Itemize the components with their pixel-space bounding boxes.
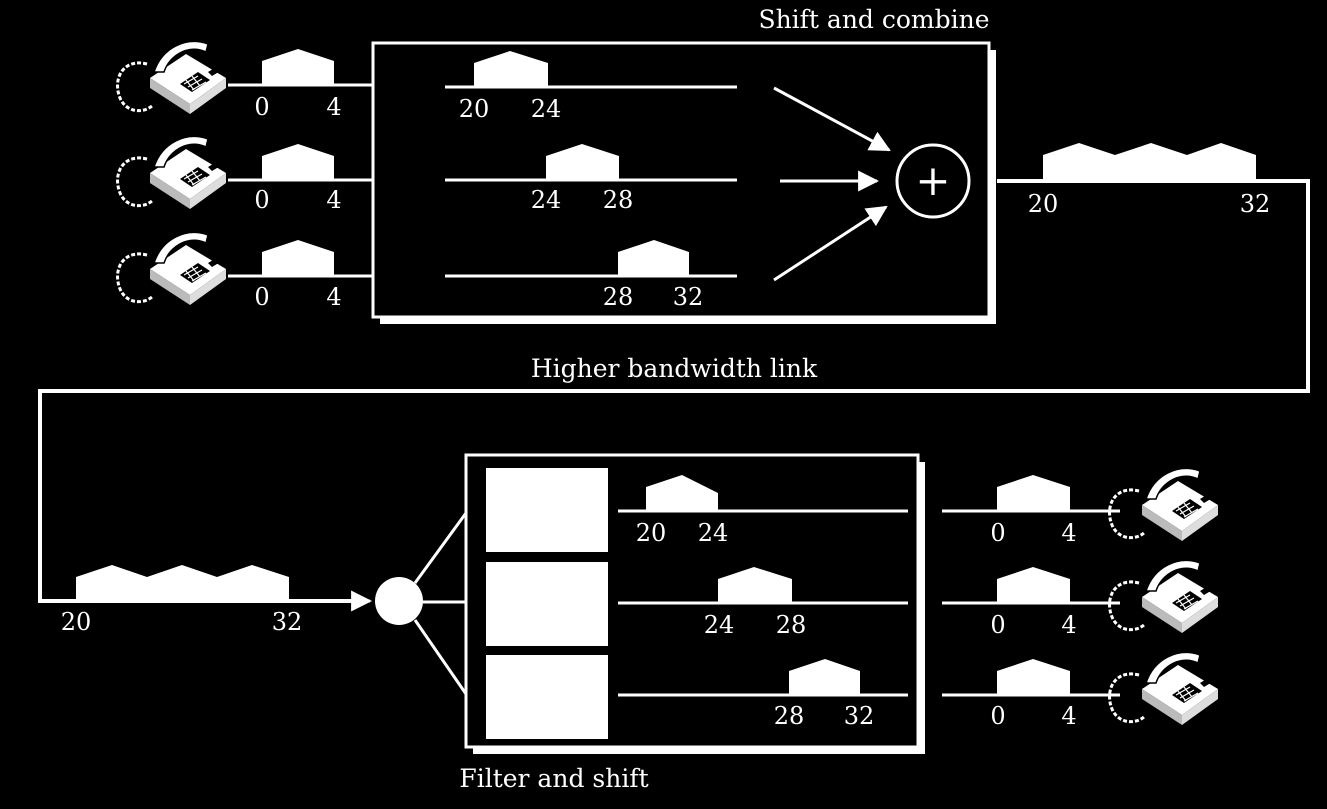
- bandpass-filter-box: [486, 655, 608, 739]
- telephone-icon: [1108, 559, 1220, 635]
- shift-and-combine-box: Shift and combine 20 24 24 28 28 32 +: [371, 5, 996, 324]
- demux-output-row-1: 0 4: [942, 467, 1220, 547]
- tick-label: 28: [774, 702, 805, 730]
- filter-and-shift-box: Filter and shift 20 24 24 28 28 32: [459, 453, 925, 793]
- filter-and-shift-title: Filter and shift: [459, 764, 648, 793]
- tick-label: 20: [636, 519, 667, 547]
- tick-label: 0: [990, 611, 1005, 639]
- shifted-spectrum-3: [618, 240, 689, 276]
- tick-label: 20: [61, 608, 92, 636]
- tick-label: 0: [990, 519, 1005, 547]
- demux-output-row-3: 0 4: [942, 651, 1220, 730]
- tick-label: 0: [254, 186, 269, 214]
- output-spectrum-3: [997, 659, 1070, 695]
- bandpass-filter-box: [486, 562, 608, 646]
- bandpass-filter-box: [486, 468, 608, 552]
- telephone-icon: [116, 231, 228, 307]
- filtered-spectrum-3: [789, 659, 860, 695]
- combined-spectrum: [1043, 143, 1256, 181]
- output-spectrum-1: [997, 475, 1070, 511]
- tick-label: 28: [603, 186, 634, 214]
- tick-label: 28: [776, 611, 807, 639]
- shift-and-combine-title: Shift and combine: [758, 5, 989, 34]
- input-spectrum-2: [262, 144, 334, 180]
- demux-output-row-2: 0 4: [942, 559, 1220, 639]
- tick-label: 32: [1240, 190, 1271, 218]
- higher-bandwidth-link: 20 32 Higher bandwidth link 20 32: [38, 143, 1310, 636]
- tick-label: 20: [1028, 190, 1059, 218]
- filtered-spectrum-2: [718, 567, 792, 603]
- link-label: Higher bandwidth link: [531, 354, 818, 383]
- adder-icon: [895, 143, 971, 219]
- tick-label: 24: [531, 95, 562, 123]
- splitter: [375, 512, 468, 695]
- tick-label: 20: [459, 95, 490, 123]
- tick-label: 32: [272, 608, 303, 636]
- input-spectrum-3: [262, 240, 334, 276]
- tick-label: 32: [673, 283, 704, 311]
- telephone-icon: [1108, 467, 1220, 543]
- shifted-spectrum-1: [474, 51, 548, 87]
- mux-input-row-2: 0 4: [116, 135, 408, 214]
- tick-label: 4: [1061, 702, 1076, 730]
- input-spectrum-1: [262, 49, 334, 85]
- tick-label: 4: [326, 93, 341, 121]
- shifted-spectrum-2: [546, 144, 619, 180]
- tick-label: 24: [531, 186, 562, 214]
- tick-label: 4: [1061, 519, 1076, 547]
- adder-symbol: +: [915, 156, 950, 205]
- tick-label: 32: [844, 702, 875, 730]
- mux-input-row-1: 0 4: [116, 40, 408, 121]
- telephone-icon: [116, 40, 228, 116]
- tick-label: 4: [1061, 611, 1076, 639]
- tick-label: 4: [326, 186, 341, 214]
- output-spectrum-2: [997, 567, 1070, 603]
- mux-input-row-3: 0 4: [116, 231, 408, 311]
- tick-label: 28: [603, 283, 634, 311]
- tick-label: 24: [698, 519, 729, 547]
- tick-label: 0: [254, 283, 269, 311]
- tick-label: 24: [704, 611, 735, 639]
- link-spectrum: [76, 565, 289, 601]
- combine-arrow: [773, 205, 888, 282]
- tick-label: 4: [326, 283, 341, 311]
- tick-label: 0: [254, 93, 269, 121]
- telephone-icon: [116, 135, 228, 211]
- splitter-icon: [375, 577, 423, 625]
- combine-arrow: [773, 86, 891, 152]
- filtered-spectrum-1: [646, 475, 718, 511]
- tick-label: 0: [990, 702, 1005, 730]
- telephone-icon: [1108, 651, 1220, 727]
